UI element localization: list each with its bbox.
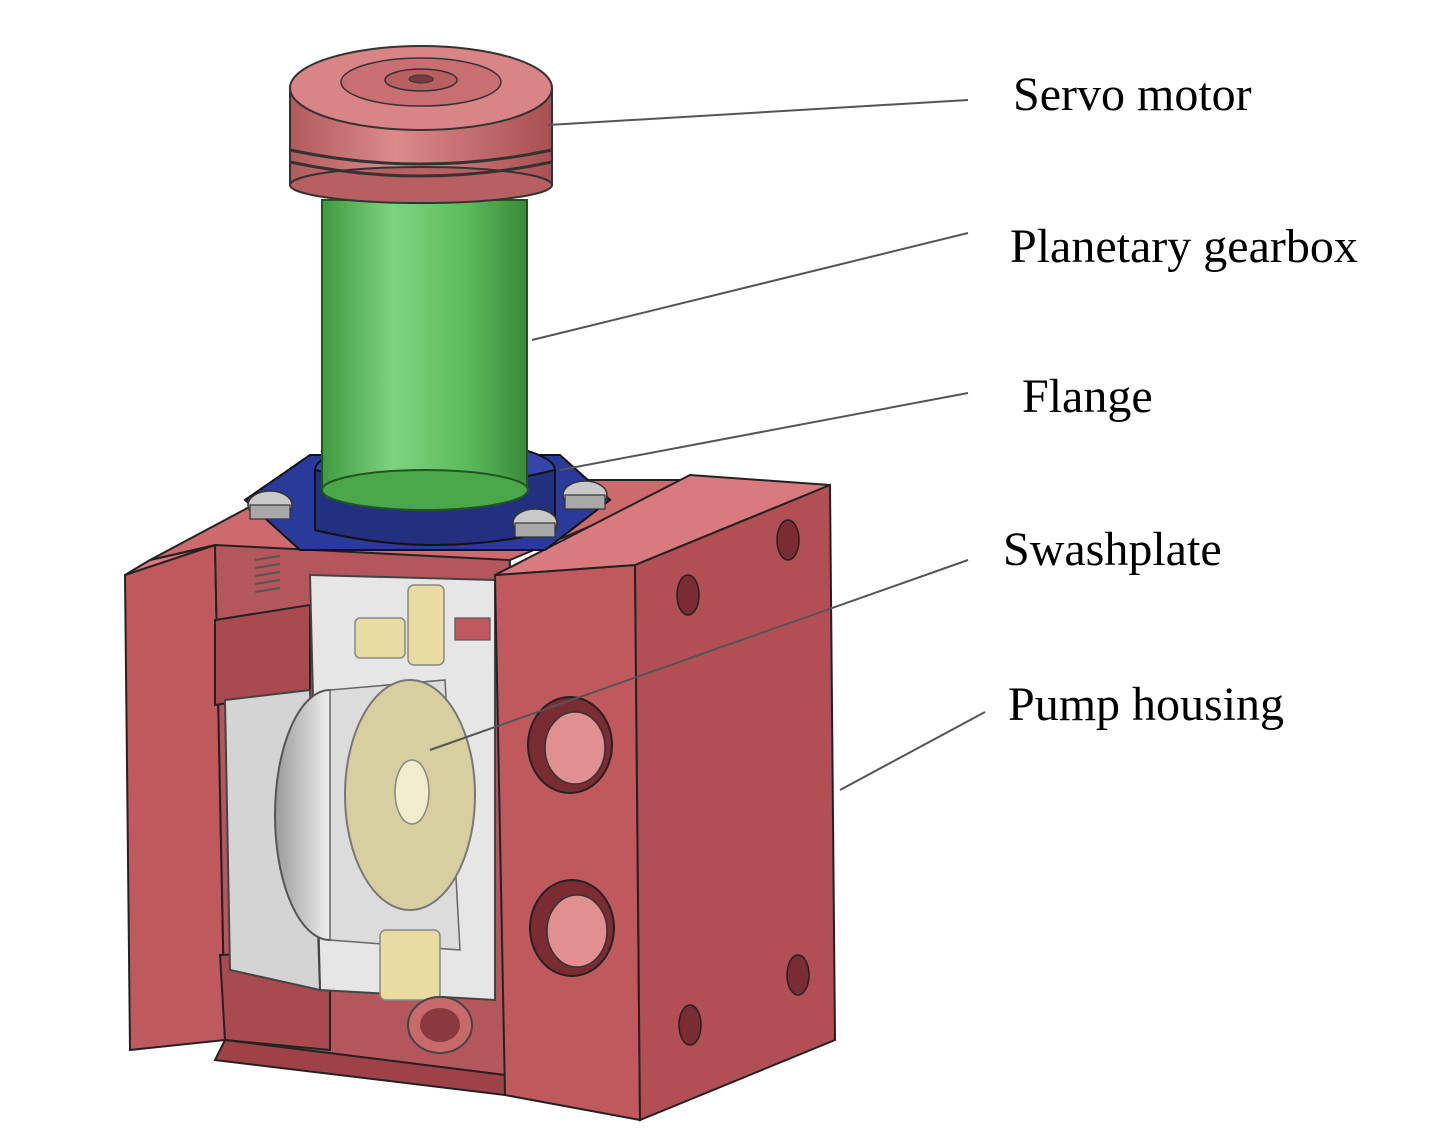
- label-flange: Flange: [1022, 370, 1153, 423]
- leader-lines: [429, 99, 986, 791]
- motor-groove-2: [289, 160, 553, 178]
- port-upper-inner: [544, 711, 606, 785]
- housing-right-front-face: [493, 563, 642, 1122]
- red-tube-upper: [454, 617, 491, 641]
- planetary-gearbox: [321, 199, 529, 511]
- internal-parts: [254, 555, 491, 1054]
- bolt-hole-2: [776, 519, 800, 561]
- housing-left-plate: [123, 543, 227, 1052]
- red-tube-bottom-inner: [420, 1008, 460, 1042]
- motor-groove-1: [289, 148, 553, 166]
- bolt-hole-4: [786, 954, 810, 996]
- labels: Servo motor Planetary gearbox Flange Swa…: [1003, 68, 1358, 731]
- bolt-hole-1: [676, 574, 700, 616]
- leader-servo-motor: [547, 99, 969, 126]
- port-lower-inner: [546, 894, 608, 968]
- label-swashplate: Swashplate: [1003, 523, 1222, 576]
- leader-pump-housing: [839, 711, 986, 791]
- leader-swashplate: [429, 559, 969, 751]
- spring: [254, 555, 281, 593]
- label-planetary-gearbox: Planetary gearbox: [1010, 220, 1358, 273]
- swashplate-hole: [394, 759, 430, 825]
- leader-flange: [559, 392, 969, 471]
- brass-fitting-bottom: [379, 929, 441, 1001]
- motor-bottom-ring: [289, 166, 553, 204]
- housing-inner-ledge-upper: [214, 603, 311, 707]
- gearbox-bottom: [321, 469, 529, 511]
- leader-planetary-gearbox: [531, 232, 969, 341]
- flange-bolt-1: [247, 490, 293, 520]
- brass-fitting-top: [407, 584, 445, 666]
- brass-fitting-left: [354, 617, 406, 659]
- housing-right-side-face: [633, 483, 837, 1122]
- motor-shaft: [408, 74, 434, 84]
- pump-housing: [123, 473, 837, 1122]
- servo-motor: [289, 45, 553, 204]
- flange-bolt-2: [562, 480, 608, 510]
- label-pump-housing: Pump housing: [1008, 678, 1284, 731]
- label-servo-motor: Servo motor: [1013, 68, 1252, 121]
- bolt-hole-3: [678, 1004, 702, 1046]
- flange-bolt-3: [512, 508, 558, 538]
- housing-right-top-face: [494, 473, 831, 576]
- gearbox-body: [321, 199, 528, 491]
